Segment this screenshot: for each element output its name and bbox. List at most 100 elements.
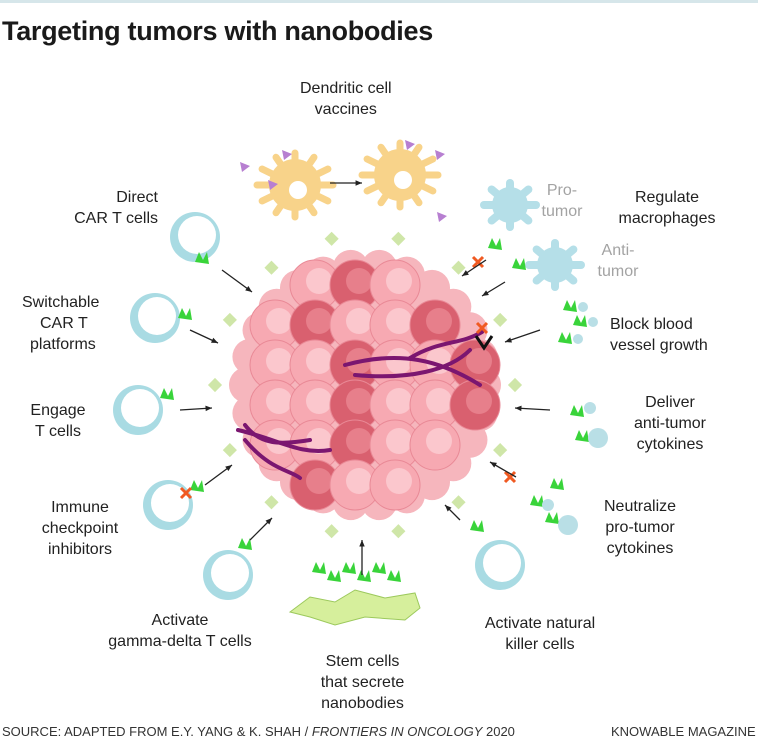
blood-vessel [243,423,312,445]
tumor-cell-nucleus [306,308,332,334]
arrow-icon [515,405,522,412]
nanobody-icon [545,512,559,524]
blood-vessel [408,330,484,360]
tumor-cell-nucleus [426,308,452,334]
tumor-cell-nucleus [426,428,452,454]
nanobody-icon [570,405,584,417]
t-cell-nucleus [211,554,249,592]
arrow-icon [482,290,489,296]
antigen-triangle [282,150,292,160]
nanobody-icon [178,308,192,320]
t-cell-nucleus [121,389,159,427]
page-title: Targeting tumors with nanobodies [2,16,433,46]
arrow-icon [505,337,512,343]
top-rule [0,0,758,3]
antigen-triangle [435,150,445,160]
tumor-cell-nucleus [306,268,332,294]
arrow-icon [490,462,497,468]
tumor-antigen [451,260,466,275]
arrow-icon [225,465,232,472]
tumor-cell-nucleus [466,388,492,414]
nanobody-icon [550,478,564,490]
growth-factor [573,334,583,344]
tumor-cell-nucleus [306,468,332,494]
arrow-icon [245,285,252,292]
cytokine [588,428,608,448]
block-x-icon [503,470,517,484]
tumor-cell-nucleus [386,468,412,494]
t-cell-nucleus [483,544,521,582]
macrophage [492,187,528,223]
tumor-cell-nucleus [266,308,292,334]
antigen-triangle [405,140,415,150]
label-pro-tumor: Pro-tumor [541,182,583,220]
tumor-cell-nucleus [386,348,412,374]
source-credit: SOURCE: ADAPTED FROM E.Y. YANG & K. SHAH… [2,724,515,739]
dendritic-nucleus [394,171,412,189]
t-cell-nucleus [151,484,189,522]
block-x-icon [179,486,193,500]
tumor-cell-nucleus [346,308,372,334]
vessel-block-icon [474,335,494,351]
tumor-antigen [493,312,508,327]
nanobody-icon [160,388,174,400]
tumor-cell-nucleus [386,388,412,414]
arrow-icon [265,518,272,525]
antigen-triangle [437,212,447,222]
tumor-cell-nucleus [426,388,452,414]
tumor-antigen [222,443,237,458]
macrophage [537,247,573,283]
tumor-antigen [451,495,466,510]
tumor-antigen [207,377,223,393]
tumor-cell-nucleus [306,388,332,414]
growth-factor [578,302,588,312]
nanobody-icon [357,570,371,582]
tumor-antigen [391,524,406,539]
tumor-antigen [324,231,339,246]
publisher-credit: KNOWABLE MAGAZINE [611,724,756,739]
tumor-cell-nucleus [266,348,292,374]
blood-vessel [343,355,482,387]
tumor-mass [229,249,501,521]
tumor-cell-nucleus [306,428,332,454]
nanobody-icon [563,300,577,312]
antigen-triangle [268,180,278,190]
nanobody-icon [312,562,326,574]
tumor-cell-nucleus [346,388,372,414]
tumor-cell-nucleus [266,388,292,414]
arrow-icon [355,180,362,186]
tumor-cell-nucleus [306,348,332,374]
block-x-icon [475,321,489,335]
tumor-cell-nucleus [386,268,412,294]
arrow-icon [211,337,218,343]
cytokine [542,499,554,511]
tumor-antigen [222,312,237,327]
tumor-cell-nucleus [346,268,372,294]
nanobody-icon [372,562,386,574]
nanobody-icon [470,520,484,532]
t-cell-nucleus [178,216,216,254]
growth-factor [588,317,598,327]
nanobody-icon [327,570,341,582]
nanobody-icon [195,252,209,264]
nanobody-icon [342,562,356,574]
tumor-antigen [507,377,523,393]
arrow-icon [445,505,452,512]
label-anti-tumor: Anti-tumor [597,242,639,280]
nanobody-icon [512,258,526,270]
block-x-icon [471,255,485,269]
stem-cell [288,589,421,626]
tumor-antigen [493,443,508,458]
tumor-antigen [324,524,339,539]
